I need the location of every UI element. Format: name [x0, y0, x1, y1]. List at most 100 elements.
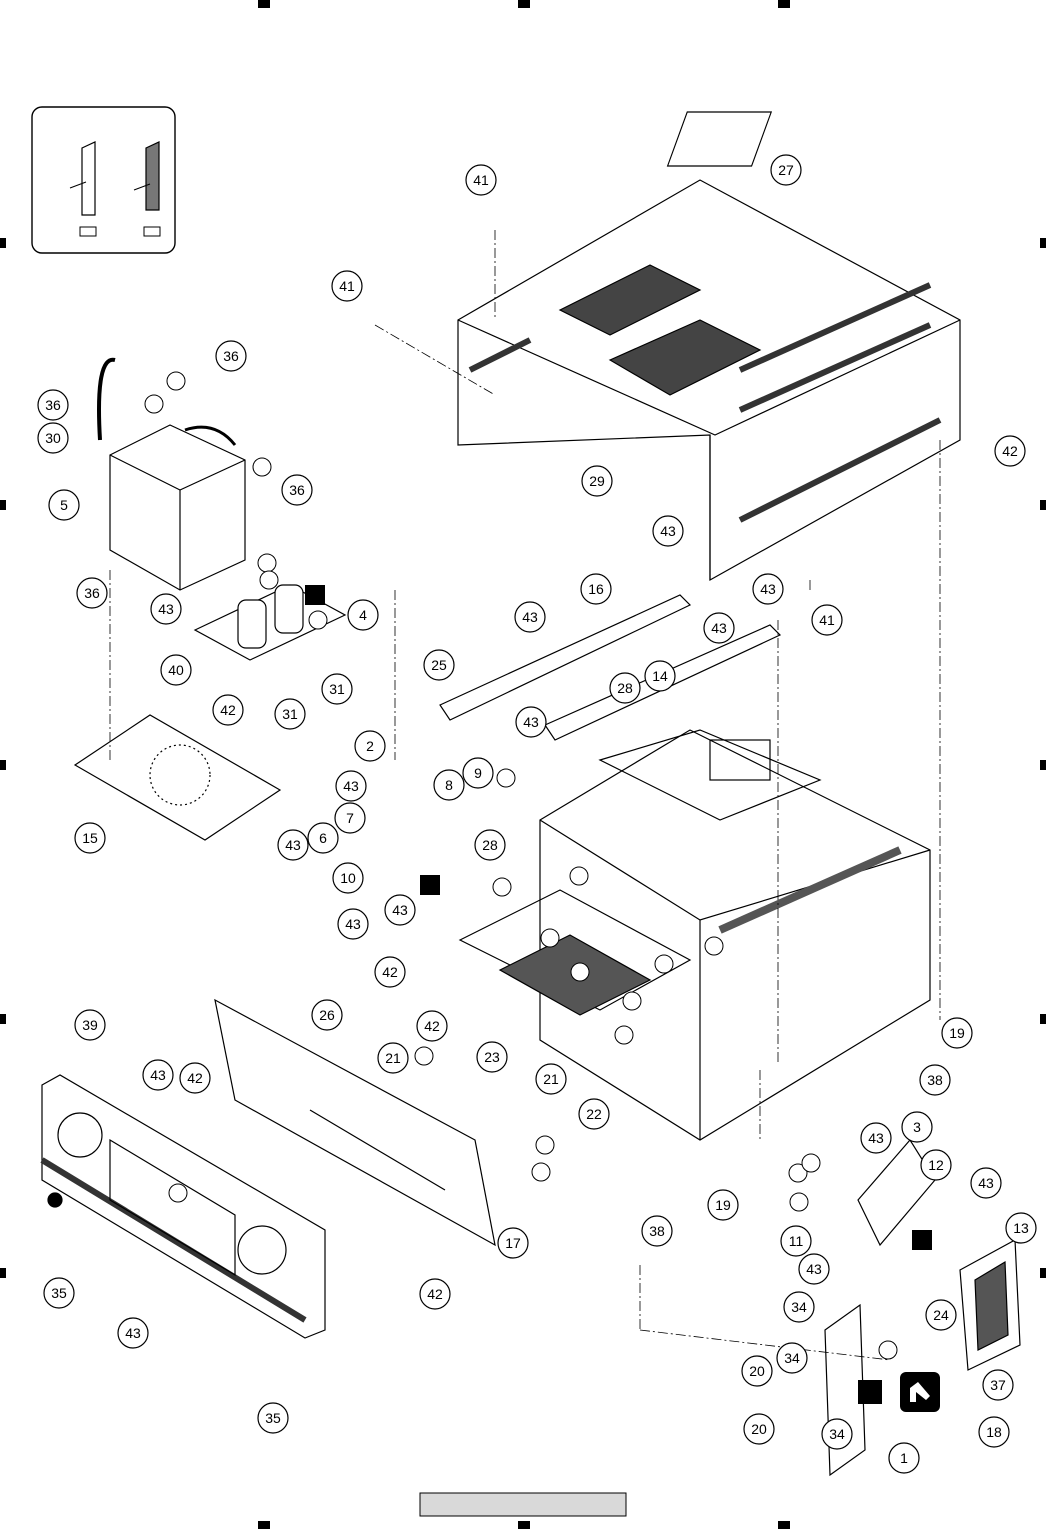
callout-label: 25: [431, 657, 447, 673]
callout-label: 34: [784, 1350, 800, 1366]
callout-label: 43: [285, 837, 301, 853]
empty-bubbles: [144, 371, 898, 1360]
callout-label: 13: [1013, 1220, 1029, 1236]
callout-1: 1: [888, 1442, 920, 1474]
callout-label: 16: [588, 581, 604, 597]
callout-43: 43: [752, 573, 784, 605]
callout-label: 4: [359, 607, 367, 623]
callout-42: 42: [994, 435, 1026, 467]
callout-label: 22: [586, 1106, 602, 1122]
callout-28: 28: [474, 829, 506, 861]
callout-38: 38: [919, 1064, 951, 1096]
callout-20: 20: [741, 1355, 773, 1387]
callout-43: 43: [703, 612, 735, 644]
callout-label: 2: [366, 738, 374, 754]
callout-21: 21: [535, 1063, 567, 1095]
callout-34: 34: [783, 1291, 815, 1323]
callout-label: 35: [265, 1410, 281, 1426]
callout-4: 4: [347, 599, 379, 631]
callout-31: 31: [274, 698, 306, 730]
callout-label: 35: [51, 1285, 67, 1301]
callout-label: 43: [343, 778, 359, 794]
callout-label: 43: [125, 1325, 141, 1341]
note-icon: [900, 1372, 940, 1412]
callout-36: 36: [37, 389, 69, 421]
callout-label: 27: [778, 162, 794, 178]
heatsink-18: [959, 1239, 1021, 1371]
callout-label: 41: [819, 612, 835, 628]
callout-label: 39: [82, 1017, 98, 1033]
callout-label: 18: [986, 1424, 1002, 1440]
callout-label: 29: [589, 473, 605, 489]
callout-5: 5: [48, 489, 80, 521]
callout-label: 5: [60, 497, 68, 513]
callout-label: 17: [505, 1235, 521, 1251]
callout-9: 9: [462, 757, 494, 789]
callout-43: 43: [277, 829, 309, 861]
callout-label: 36: [223, 348, 239, 364]
bottom-label-panel: [419, 1492, 627, 1517]
callout-label: 15: [82, 830, 98, 846]
callout-24: 24: [925, 1299, 957, 1331]
callout-label: 38: [649, 1223, 665, 1239]
callout-label: 7: [346, 810, 354, 826]
callout-label: 38: [927, 1072, 943, 1088]
callout-label: 41: [473, 172, 489, 188]
callout-2: 2: [354, 730, 386, 762]
callout-label: 37: [990, 1377, 1006, 1393]
callout-29: 29: [581, 465, 613, 497]
callout-label: 43: [522, 609, 538, 625]
callout-43: 43: [860, 1122, 892, 1154]
callout-label: 42: [220, 702, 236, 718]
callout-19: 19: [707, 1189, 739, 1221]
callout-label: 42: [424, 1018, 440, 1034]
power-transformer: [97, 357, 246, 591]
callout-8: 8: [433, 769, 465, 801]
part-callouts: 2741413636305363643404313142151643432528…: [37, 154, 1037, 1474]
callout-label: 23: [484, 1049, 500, 1065]
callout-21: 21: [377, 1042, 409, 1074]
callout-41: 41: [811, 604, 843, 636]
callout-label: 43: [150, 1067, 166, 1083]
callout-15: 15: [74, 822, 106, 854]
callout-label: 41: [339, 278, 355, 294]
callout-42: 42: [419, 1278, 451, 1310]
callout-label: 8: [445, 777, 453, 793]
callout-label: 19: [715, 1197, 731, 1213]
callout-label: 24: [933, 1307, 949, 1323]
callout-label: 42: [382, 964, 398, 980]
callout-27: 27: [770, 154, 802, 186]
callout-43: 43: [970, 1167, 1002, 1199]
callout-14: 14: [644, 660, 676, 692]
alignment-lines: [109, 230, 941, 1361]
callout-label: 43: [392, 902, 408, 918]
callout-label: 31: [282, 706, 298, 722]
callout-label: 43: [523, 714, 539, 730]
callout-label: 36: [84, 585, 100, 601]
inset-legend: [31, 106, 176, 254]
callout-18: 18: [978, 1416, 1010, 1448]
callout-label: 42: [427, 1286, 443, 1302]
callout-39: 39: [74, 1009, 106, 1041]
callout-41: 41: [465, 164, 497, 196]
callout-42: 42: [416, 1010, 448, 1042]
callout-36: 36: [76, 577, 108, 609]
callout-43: 43: [337, 908, 369, 940]
callout-38: 38: [641, 1215, 673, 1247]
top-cover: [457, 111, 961, 582]
callout-label: 43: [158, 601, 174, 617]
callout-label: 42: [1002, 443, 1018, 459]
callout-7: 7: [334, 802, 366, 834]
callout-10: 10: [332, 862, 364, 894]
callout-43: 43: [652, 515, 684, 547]
callout-42: 42: [374, 956, 406, 988]
callout-36: 36: [215, 340, 247, 372]
callout-42: 42: [179, 1062, 211, 1094]
callout-label: 34: [829, 1426, 845, 1442]
callout-label: 21: [385, 1050, 401, 1066]
callout-label: 42: [187, 1070, 203, 1086]
callout-34: 34: [776, 1342, 808, 1374]
callout-12: 12: [920, 1149, 952, 1181]
